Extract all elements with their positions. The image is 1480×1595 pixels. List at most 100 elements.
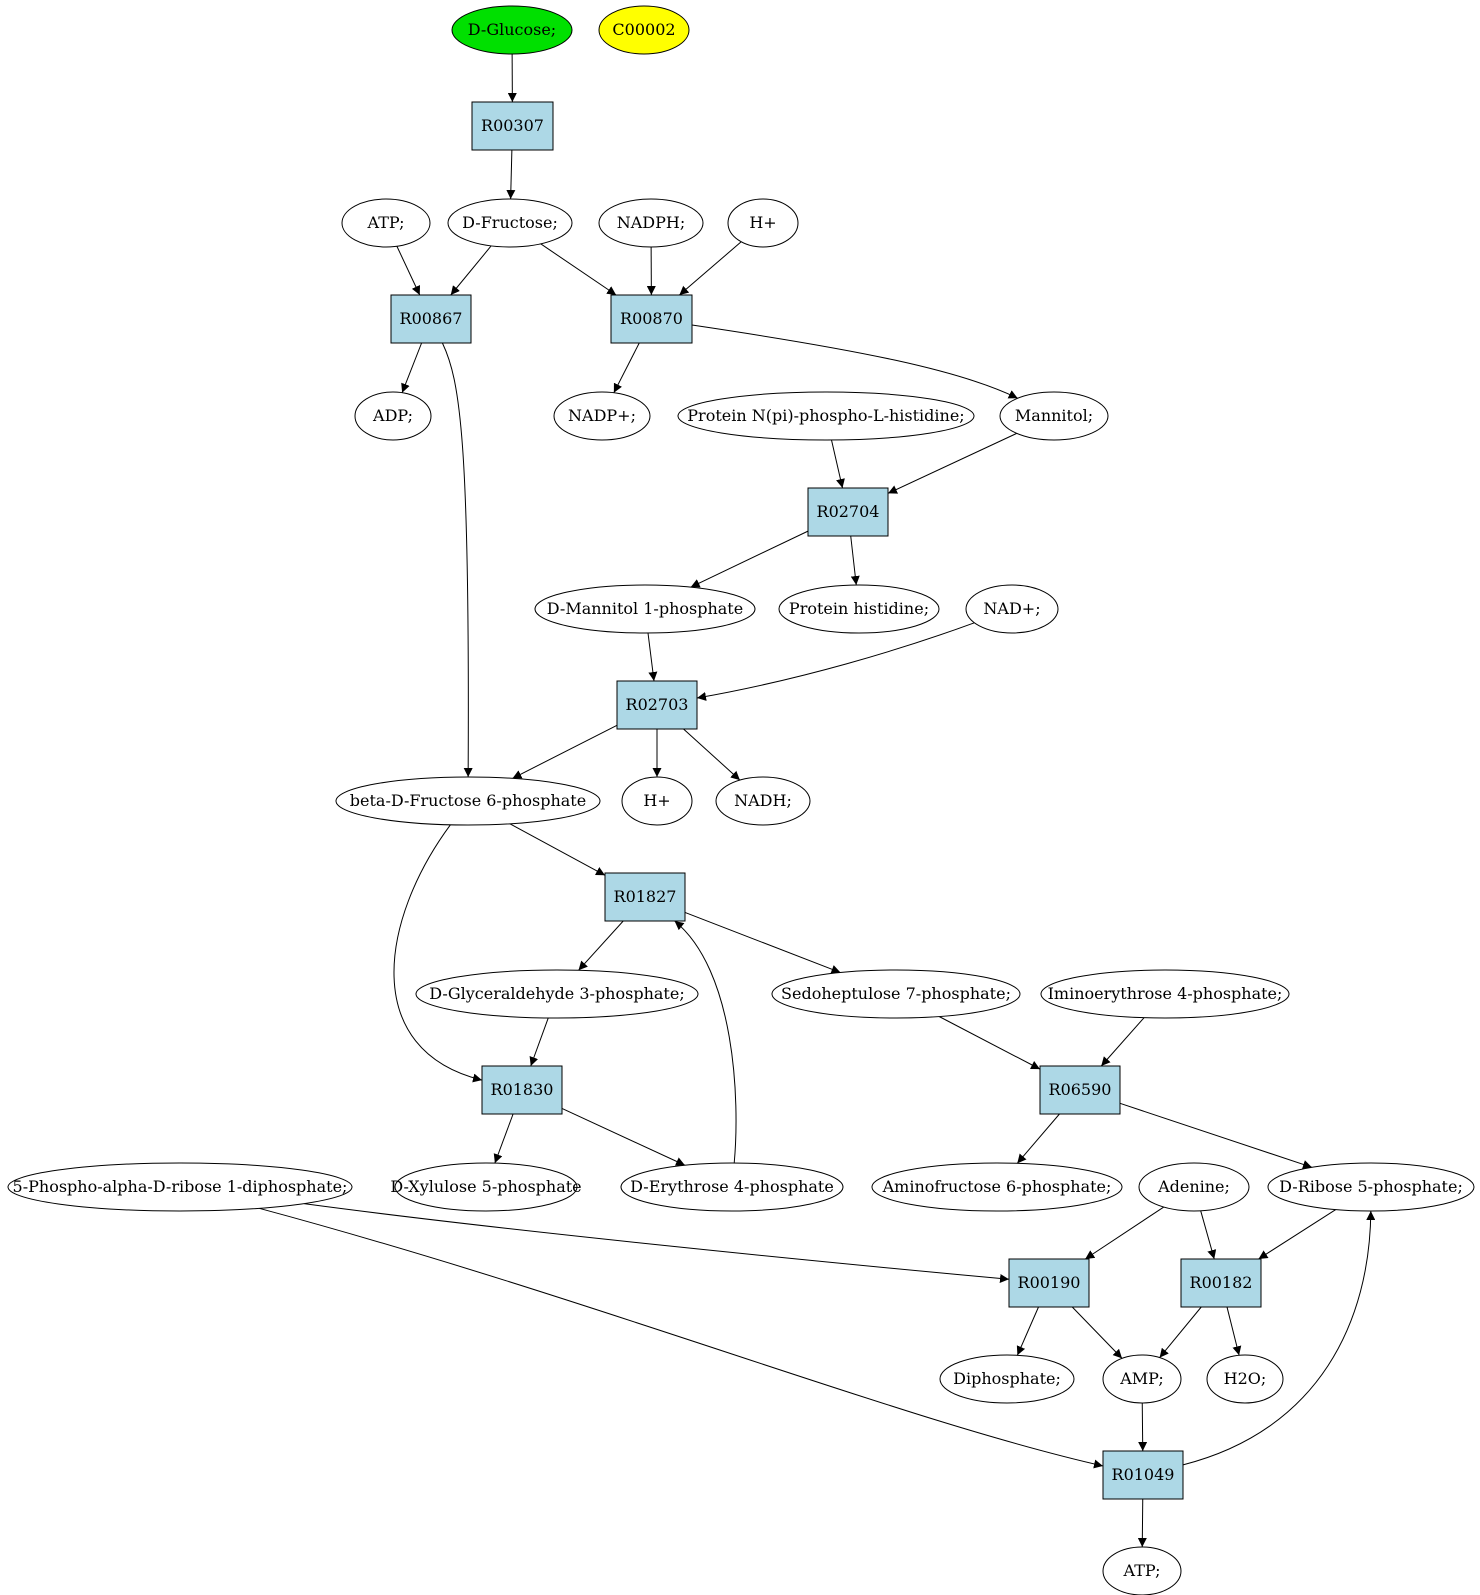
compound-node-fructose: D-Fructose; [447, 198, 573, 248]
compound-node-aminofru6p: Aminofructose 6-phosphate; [871, 1162, 1123, 1212]
edge-bfructose6p-to-r01830 [393, 824, 483, 1083]
compound-node-atp2: ATP; [1102, 1546, 1182, 1595]
node-label: D-Mannitol 1-phosphate [547, 599, 743, 618]
reaction-box [471, 101, 554, 151]
reaction-node-r01827: R01827 [604, 872, 686, 922]
edge-r01049-to-atp2 [1137, 1498, 1147, 1548]
node-label: H2O; [1224, 1369, 1267, 1388]
compound-node-nadph: NADPH; [598, 198, 704, 248]
node-label: D-Glyceraldehyde 3-phosphate; [429, 984, 684, 1003]
node-label: Sedoheptulose 7-phosphate; [781, 984, 1011, 1003]
node-label: R00182 [1190, 1273, 1253, 1292]
compound-ellipse [7, 1162, 353, 1212]
node-label: Adenine; [1157, 1177, 1230, 1196]
edge-r06590-to-aminofru6p [1016, 1113, 1060, 1164]
node-label: Iminoerythrose 4-phosphate; [1048, 984, 1283, 1003]
reaction-node-r00870: R00870 [610, 294, 693, 344]
compound-node-h2o: H2O; [1206, 1354, 1284, 1404]
compound-node-c00002: C00002 [598, 5, 690, 55]
reaction-box [1102, 1450, 1184, 1500]
reaction-box [610, 294, 693, 344]
compound-ellipse [447, 198, 573, 248]
compound-ellipse [771, 969, 1021, 1019]
node-label: D-Fructose; [462, 213, 558, 232]
edge-r00867-to-bfructose6p [441, 342, 473, 778]
node-label: R01827 [614, 887, 677, 906]
compound-node-adp: ADP; [354, 391, 432, 441]
edge-mannitol1p-to-r02703 [647, 632, 658, 682]
edge-fructose-to-r00867 [450, 245, 492, 296]
edge-prpp-to-r00190 [303, 1203, 1010, 1283]
reaction-node-r00190: R00190 [1008, 1258, 1090, 1308]
compound-ellipse [1138, 1162, 1250, 1212]
edge-nadplus-to-r02703 [696, 622, 975, 701]
node-label: NADH; [734, 791, 792, 810]
compound-node-protnphos: Protein N(pi)-phospho-L-histidine; [677, 391, 975, 441]
edge-bfructose6p-to-r01827 [509, 823, 606, 876]
node-label: ATP; [367, 213, 405, 232]
compound-ellipse [677, 391, 975, 441]
compound-node-ribose5p: D-Ribose 5-phosphate; [1267, 1162, 1475, 1212]
edge-r00870-to-nadpplus [613, 342, 640, 393]
compound-ellipse [939, 1354, 1075, 1404]
node-label: H+ [643, 791, 670, 810]
node-label: Diphosphate; [953, 1369, 1061, 1388]
edge-adenine-to-r00190 [1084, 1206, 1165, 1260]
compound-ellipse [1040, 969, 1290, 1019]
compound-ellipse [621, 776, 693, 826]
node-label: R02703 [626, 695, 689, 714]
nodes-layer: D-Glucose;C00002R00307ATP;D-Fructose;NAD… [7, 5, 1475, 1595]
edge-sedo7p-to-r06590 [938, 1016, 1041, 1070]
compound-ellipse [534, 584, 756, 634]
node-label: D-Ribose 5-phosphate; [1279, 1177, 1463, 1196]
edge-fructose-to-r00870 [540, 243, 617, 296]
compound-ellipse [871, 1162, 1123, 1212]
compound-node-hplus2: H+ [621, 776, 693, 826]
compound-node-mannitol1p: D-Mannitol 1-phosphate [534, 584, 756, 634]
reaction-node-r01049: R01049 [1102, 1450, 1184, 1500]
compound-node-nadplus: NAD+; [965, 584, 1059, 634]
compound-ellipse [1102, 1354, 1182, 1404]
edge-r02704-to-mannitol1p [690, 530, 809, 588]
compound-node-nadh: NADH; [715, 776, 811, 826]
edge-atp1-to-r00867 [396, 246, 421, 296]
node-label: Mannitol; [1015, 406, 1093, 425]
node-label: ATP; [1123, 1561, 1161, 1580]
node-label: R00867 [400, 309, 463, 328]
node-label: Aminofructose 6-phosphate; [882, 1177, 1112, 1196]
edge-r01827-to-sedo7p [684, 911, 841, 974]
edge-r00867-to-adp [401, 342, 423, 393]
compound-node-hplus1: H+ [727, 198, 799, 248]
node-label: AMP; [1119, 1369, 1164, 1388]
edge-protnphos-to-r02704 [831, 439, 845, 489]
edge-r01830-to-xylu5p [493, 1113, 514, 1164]
reaction-node-r02704: R02704 [807, 487, 889, 537]
edge-r00190-to-amp [1071, 1306, 1123, 1359]
compound-ellipse [1206, 1354, 1284, 1404]
node-label: D-Xylulose 5-phosphate [390, 1177, 581, 1196]
compound-ellipse [598, 198, 704, 248]
edge-r06590-to-ribose5p [1119, 1102, 1313, 1169]
compound-node-xylu5p: D-Xylulose 5-phosphate [390, 1162, 582, 1212]
compound-node-atp1: ATP; [341, 198, 431, 248]
node-label: H+ [749, 213, 776, 232]
node-label: C00002 [612, 20, 675, 39]
compound-node-mannitol: Mannitol; [999, 391, 1109, 441]
edge-ery4p-to-r01827 [674, 920, 737, 1164]
edge-r02703-to-bfructose6p [512, 724, 618, 779]
edge-mannitol-to-r02704 [887, 432, 1017, 494]
edge-r02704-to-prothis [850, 535, 860, 586]
node-label: 5-Phospho-alpha-D-ribose 1-diphosphate; [13, 1177, 348, 1196]
compound-ellipse [341, 198, 431, 248]
compound-node-sedo7p: Sedoheptulose 7-phosphate; [771, 969, 1021, 1019]
compound-ellipse [598, 5, 690, 55]
node-label: NAD+; [983, 599, 1040, 618]
node-label: NADP+; [568, 406, 636, 425]
edge-r00307-to-fructose [506, 149, 516, 200]
reaction-node-r02703: R02703 [616, 680, 698, 730]
node-label: D-Erythrose 4-phosphate [630, 1177, 834, 1196]
compound-node-prothis: Protein histidine; [778, 584, 940, 634]
edges-layer [259, 53, 1376, 1548]
compound-node-bfructose6p: beta-D-Fructose 6-phosphate [335, 776, 601, 826]
